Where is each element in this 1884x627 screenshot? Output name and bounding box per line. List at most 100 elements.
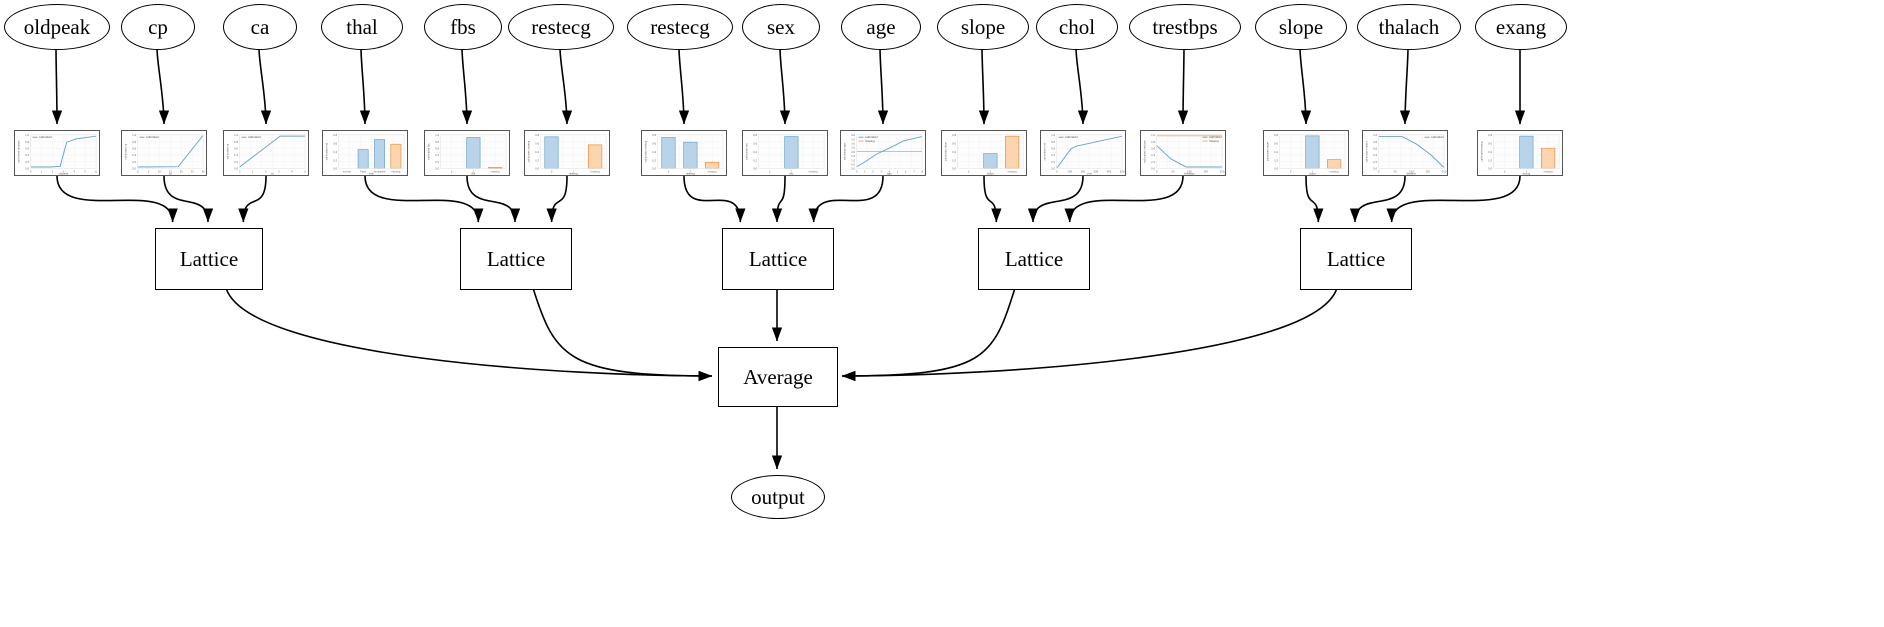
feature-node-thalach[interactable]: thalach <box>1357 4 1461 50</box>
svg-text:0.6: 0.6 <box>1488 142 1492 146</box>
svg-text:0.4: 0.4 <box>234 153 238 157</box>
edge <box>163 175 214 223</box>
svg-text:0.4: 0.4 <box>1274 150 1278 154</box>
svg-text:calibrated restecg: calibrated restecg <box>644 140 647 162</box>
edge <box>359 47 371 125</box>
svg-text:0.2: 0.2 <box>753 158 757 162</box>
svg-text:calibrated fbs: calibrated fbs <box>427 143 430 160</box>
lattice-node-1[interactable]: Lattice <box>460 228 572 290</box>
svg-text:0.6: 0.6 <box>435 147 439 151</box>
feature-node-trestbps[interactable]: trestbps <box>1129 4 1241 50</box>
feature-node-thal[interactable]: thal <box>321 4 403 50</box>
feature-node-sex[interactable]: sex <box>742 4 820 50</box>
feature-node-exang[interactable]: exang <box>1475 4 1567 50</box>
svg-text:6: 6 <box>905 171 907 174</box>
svg-text:0.0: 0.0 <box>435 167 439 171</box>
edge <box>364 175 484 223</box>
svg-text:1.0: 1.0 <box>851 158 855 162</box>
lattice-node-3[interactable]: Lattice <box>978 228 1090 290</box>
svg-text:0.8: 0.8 <box>753 133 757 137</box>
edge <box>156 47 170 125</box>
feature-node-label: thal <box>346 14 378 39</box>
lattice-node-4[interactable]: Lattice <box>1300 228 1412 290</box>
feature-node-label: restecg <box>650 14 710 39</box>
output-node[interactable]: output <box>731 475 825 519</box>
feature-node-label: slope <box>960 14 1006 39</box>
svg-text:30: 30 <box>202 171 206 174</box>
svg-text:0.0: 0.0 <box>851 167 855 171</box>
svg-text:1: 1 <box>252 171 254 174</box>
svg-text:20: 20 <box>180 171 184 174</box>
edge <box>683 175 746 223</box>
feature-node-fbs[interactable]: fbs <box>424 4 502 50</box>
feature-node-restecg[interactable]: restecg <box>627 4 733 50</box>
average-node[interactable]: Average <box>718 347 838 407</box>
svg-text:0.8: 0.8 <box>333 133 337 137</box>
edge <box>678 47 690 125</box>
svg-text:calibrated restecg: calibrated restecg <box>527 140 530 162</box>
svg-text:0.6: 0.6 <box>1274 142 1278 146</box>
svg-text:0.2: 0.2 <box>1274 158 1278 162</box>
feature-node-age[interactable]: age <box>841 4 921 50</box>
edge <box>56 175 178 223</box>
svg-text:50: 50 <box>1171 171 1175 174</box>
edge <box>808 175 884 223</box>
svg-text:0.4: 0.4 <box>753 150 757 154</box>
svg-text:3.0: 3.0 <box>851 142 855 146</box>
svg-text:3: 3 <box>63 171 65 174</box>
svg-text:5: 5 <box>897 171 899 174</box>
edge <box>51 47 63 125</box>
svg-text:100: 100 <box>1067 171 1072 174</box>
svg-text:0: 0 <box>1056 171 1058 174</box>
svg-text:1.0: 1.0 <box>1373 133 1377 137</box>
feature-node-chol[interactable]: chol <box>1036 4 1118 50</box>
svg-text:300: 300 <box>1094 171 1099 174</box>
svg-text:0: 0 <box>968 171 970 174</box>
svg-text:1: 1 <box>1312 171 1314 174</box>
svg-text:1: 1 <box>990 171 992 174</box>
svg-text:15: 15 <box>169 171 173 174</box>
svg-text:calibrated ca: calibrated ca <box>226 143 229 159</box>
svg-text:0.8: 0.8 <box>132 140 136 144</box>
svg-text:0.0: 0.0 <box>753 167 757 171</box>
svg-text:200: 200 <box>1080 171 1085 174</box>
lattice-node-2[interactable]: Lattice <box>722 228 834 290</box>
svg-text:missing: missing <box>1209 139 1219 143</box>
svg-text:4: 4 <box>889 171 891 174</box>
feature-node-oldpeak[interactable]: oldpeak <box>4 4 110 50</box>
feature-node-ca[interactable]: ca <box>223 4 297 50</box>
feature-node-label: trestbps <box>1152 14 1218 39</box>
svg-text:0: 0 <box>856 171 858 174</box>
svg-text:3: 3 <box>278 171 280 174</box>
svg-text:1: 1 <box>791 171 793 174</box>
svg-text:fixed: fixed <box>360 171 366 174</box>
svg-text:restecg: restecg <box>686 173 696 175</box>
feature-node-restecg[interactable]: restecg <box>508 4 614 50</box>
feature-node-label: slope <box>1278 14 1324 39</box>
feature-node-cp[interactable]: cp <box>121 4 195 50</box>
lattice-node-0[interactable]: Lattice <box>155 228 263 290</box>
svg-text:0.2: 0.2 <box>25 160 29 164</box>
svg-text:0.6: 0.6 <box>753 142 757 146</box>
svg-text:0.6: 0.6 <box>535 142 539 146</box>
svg-text:missing: missing <box>1544 171 1554 174</box>
lattice-node-label: Lattice <box>1326 246 1386 271</box>
svg-text:2: 2 <box>872 171 874 174</box>
svg-text:0.2: 0.2 <box>952 158 956 162</box>
svg-text:0: 0 <box>668 171 670 174</box>
svg-text:400: 400 <box>1107 171 1112 174</box>
svg-text:200: 200 <box>1220 171 1225 174</box>
feature-node-slope[interactable]: slope <box>937 4 1029 50</box>
svg-text:0.8: 0.8 <box>25 140 29 144</box>
svg-text:0.6: 0.6 <box>1373 147 1377 151</box>
feature-node-slope[interactable]: slope <box>1255 4 1347 50</box>
svg-text:0.2: 0.2 <box>1373 160 1377 164</box>
svg-text:0.6: 0.6 <box>132 147 136 151</box>
edge <box>841 287 1016 382</box>
svg-text:1.0: 1.0 <box>234 133 238 137</box>
svg-text:0.6: 0.6 <box>952 142 956 146</box>
